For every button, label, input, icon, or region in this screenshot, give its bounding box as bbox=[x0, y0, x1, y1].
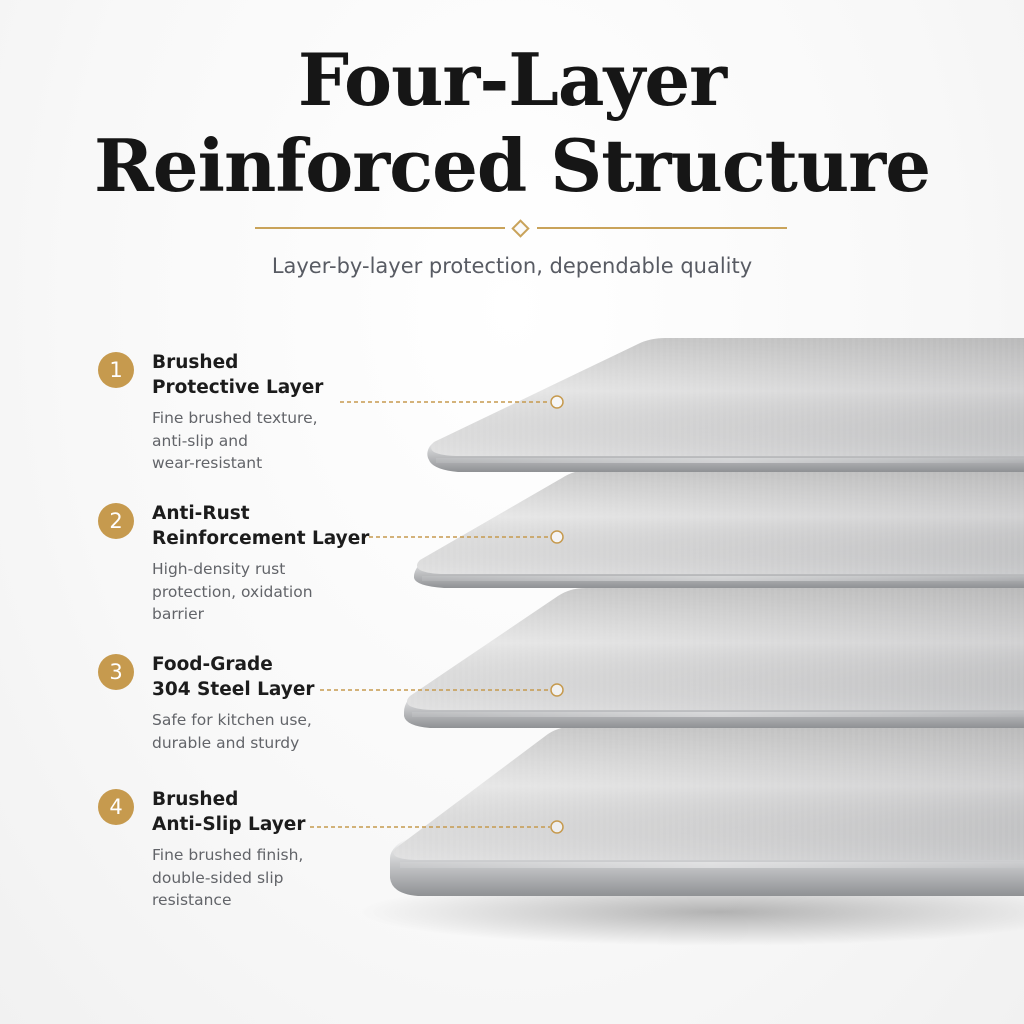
callout-3-marker-icon bbox=[550, 683, 564, 697]
layer-name: Brushed Anti-Slip Layer bbox=[152, 789, 306, 835]
layer-number-badge: 4 bbox=[98, 789, 134, 825]
plate-1 bbox=[427, 338, 1024, 472]
title-divider-left bbox=[255, 227, 505, 229]
callout-2 bbox=[362, 530, 564, 544]
callout-3 bbox=[320, 683, 564, 697]
callout-1-marker-icon bbox=[550, 395, 564, 409]
plate-2 bbox=[414, 470, 1024, 588]
layer-description: High-density rust protection, oxidation … bbox=[152, 560, 313, 623]
layer-number-badge: 2 bbox=[98, 503, 134, 539]
title-divider-right bbox=[537, 227, 787, 229]
title-line-1: Four-Layer bbox=[297, 37, 727, 122]
layer-number-badge: 3 bbox=[98, 654, 134, 690]
callout-1 bbox=[340, 395, 564, 409]
layer-description: Safe for kitchen use, durable and sturdy bbox=[152, 711, 312, 752]
layer-description: Fine brushed texture, anti-slip and wear… bbox=[152, 409, 318, 472]
layer-name: Food-Grade 304 Steel Layer bbox=[152, 654, 315, 700]
title-line-2: Reinforced Structure bbox=[93, 123, 931, 208]
subtitle: Layer-by-layer protection, dependable qu… bbox=[271, 254, 753, 278]
callout-4 bbox=[310, 820, 564, 834]
layer-number-badge: 1 bbox=[98, 352, 134, 388]
plate-4 bbox=[390, 726, 1024, 896]
layer-name: Anti-Rust Reinforcement Layer bbox=[152, 503, 370, 549]
layer-name: Brushed Protective Layer bbox=[152, 352, 324, 398]
layer-description: Fine brushed finish, double-sided slip r… bbox=[152, 846, 304, 909]
callout-2-marker-icon bbox=[550, 530, 564, 544]
callout-4-marker-icon bbox=[550, 820, 564, 834]
plate-3 bbox=[404, 588, 1024, 728]
